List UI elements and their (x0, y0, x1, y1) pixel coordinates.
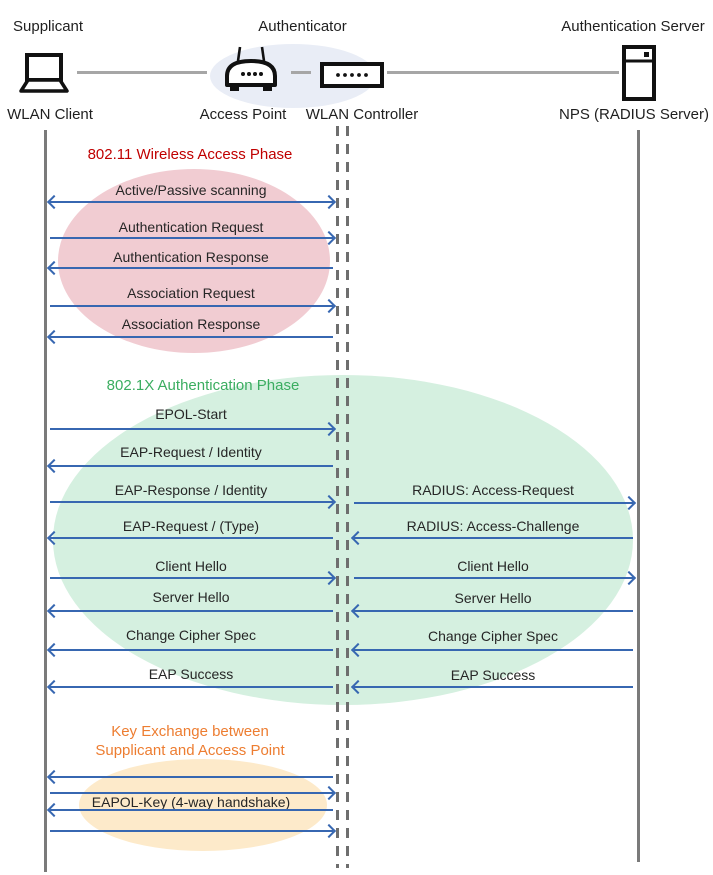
lifeline-supplicant (44, 130, 47, 872)
label-eap-request-type: EAP-Request / (Type) (122, 518, 260, 534)
connector-controller-server (387, 71, 619, 74)
connector-client-ap (77, 71, 207, 74)
label-change-cipher-spec-left: Change Cipher Spec (126, 627, 256, 643)
arrow-key-exchange-4 (47, 824, 336, 838)
role-supplicant: Supplicant (13, 18, 84, 35)
label-radius-access-challenge: RADIUS: Access-Challenge (406, 518, 580, 534)
label-change-cipher-spec-right: Change Cipher Spec (428, 628, 558, 644)
device-nps-radius: NPS (RADIUS Server) (558, 106, 710, 123)
arrow-server-hello-left (47, 604, 336, 618)
arrow-radius-access-challenge (351, 531, 636, 545)
arrow-radius-access-request (351, 496, 636, 510)
label-client-hello-right: Client Hello (457, 558, 529, 574)
role-authenticator: Authenticator (258, 18, 347, 35)
access-point-icon (221, 45, 281, 102)
lifeline-authenticator-a (336, 126, 339, 868)
arrow-client-hello-left (47, 571, 336, 585)
device-wlan-client: WLAN Client (7, 106, 93, 123)
label-association-response: Association Response (121, 316, 261, 332)
arrow-eap-request-identity (47, 459, 336, 473)
wlan-controller-icon (320, 62, 384, 93)
phase-title-key-exchange-line1: Key Exchange between (111, 723, 269, 740)
label-server-hello-right: Server Hello (454, 590, 532, 606)
label-eap-success-right: EAP Success (450, 667, 536, 683)
arrow-server-hello-right (351, 604, 636, 618)
arrow-eap-request-type (47, 531, 336, 545)
arrow-change-cipher-spec-left (47, 643, 336, 657)
phase-title-key-exchange-line2: Supplicant and Access Point (95, 742, 285, 759)
device-access-point: Access Point (199, 106, 287, 123)
connector-ap-controller (291, 71, 311, 74)
arrow-client-hello-right (351, 571, 636, 585)
role-authentication-server: Authentication Server (561, 18, 705, 35)
arrow-epol-start (47, 422, 336, 436)
phase-title-key-exchange: Key Exchange between Supplicant and Acce… (40, 722, 340, 760)
arrow-eap-response-identity (47, 495, 336, 509)
arrow-active-passive-scanning (47, 195, 336, 209)
arrow-eap-success-left (47, 680, 336, 694)
phase-title-wireless-access: 802.11 Wireless Access Phase (87, 146, 293, 163)
server-icon (621, 44, 657, 107)
arrow-eap-success-right (351, 680, 636, 694)
label-radius-access-request: RADIUS: Access-Request (412, 482, 574, 498)
label-active-passive-scanning: Active/Passive scanning (115, 182, 267, 198)
arrow-change-cipher-spec-right (351, 643, 636, 657)
arrow-key-exchange-1 (47, 770, 336, 784)
arrow-association-response (47, 330, 336, 344)
lifeline-authenticator-b (346, 126, 349, 868)
label-client-hello-left: Client Hello (155, 558, 227, 574)
device-wlan-controller: WLAN Controller (305, 106, 419, 123)
arrow-authentication-request (47, 231, 336, 245)
arrow-eapol-key (47, 803, 336, 817)
label-eap-success-left: EAP Success (148, 666, 234, 682)
arrow-key-exchange-2 (47, 786, 336, 800)
laptop-icon (14, 52, 74, 101)
lifeline-auth-server (637, 130, 640, 862)
label-server-hello-left: Server Hello (152, 589, 230, 605)
label-epol-start: EPOL-Start (155, 406, 227, 422)
arrow-authentication-response (47, 261, 336, 275)
arrow-association-request (47, 299, 336, 313)
phase-title-dot1x: 802.1X Authentication Phase (106, 377, 300, 394)
label-eap-response-identity: EAP-Response / Identity (114, 482, 268, 498)
label-association-request: Association Request (127, 285, 255, 301)
label-eap-request-identity: EAP-Request / Identity (120, 444, 262, 460)
